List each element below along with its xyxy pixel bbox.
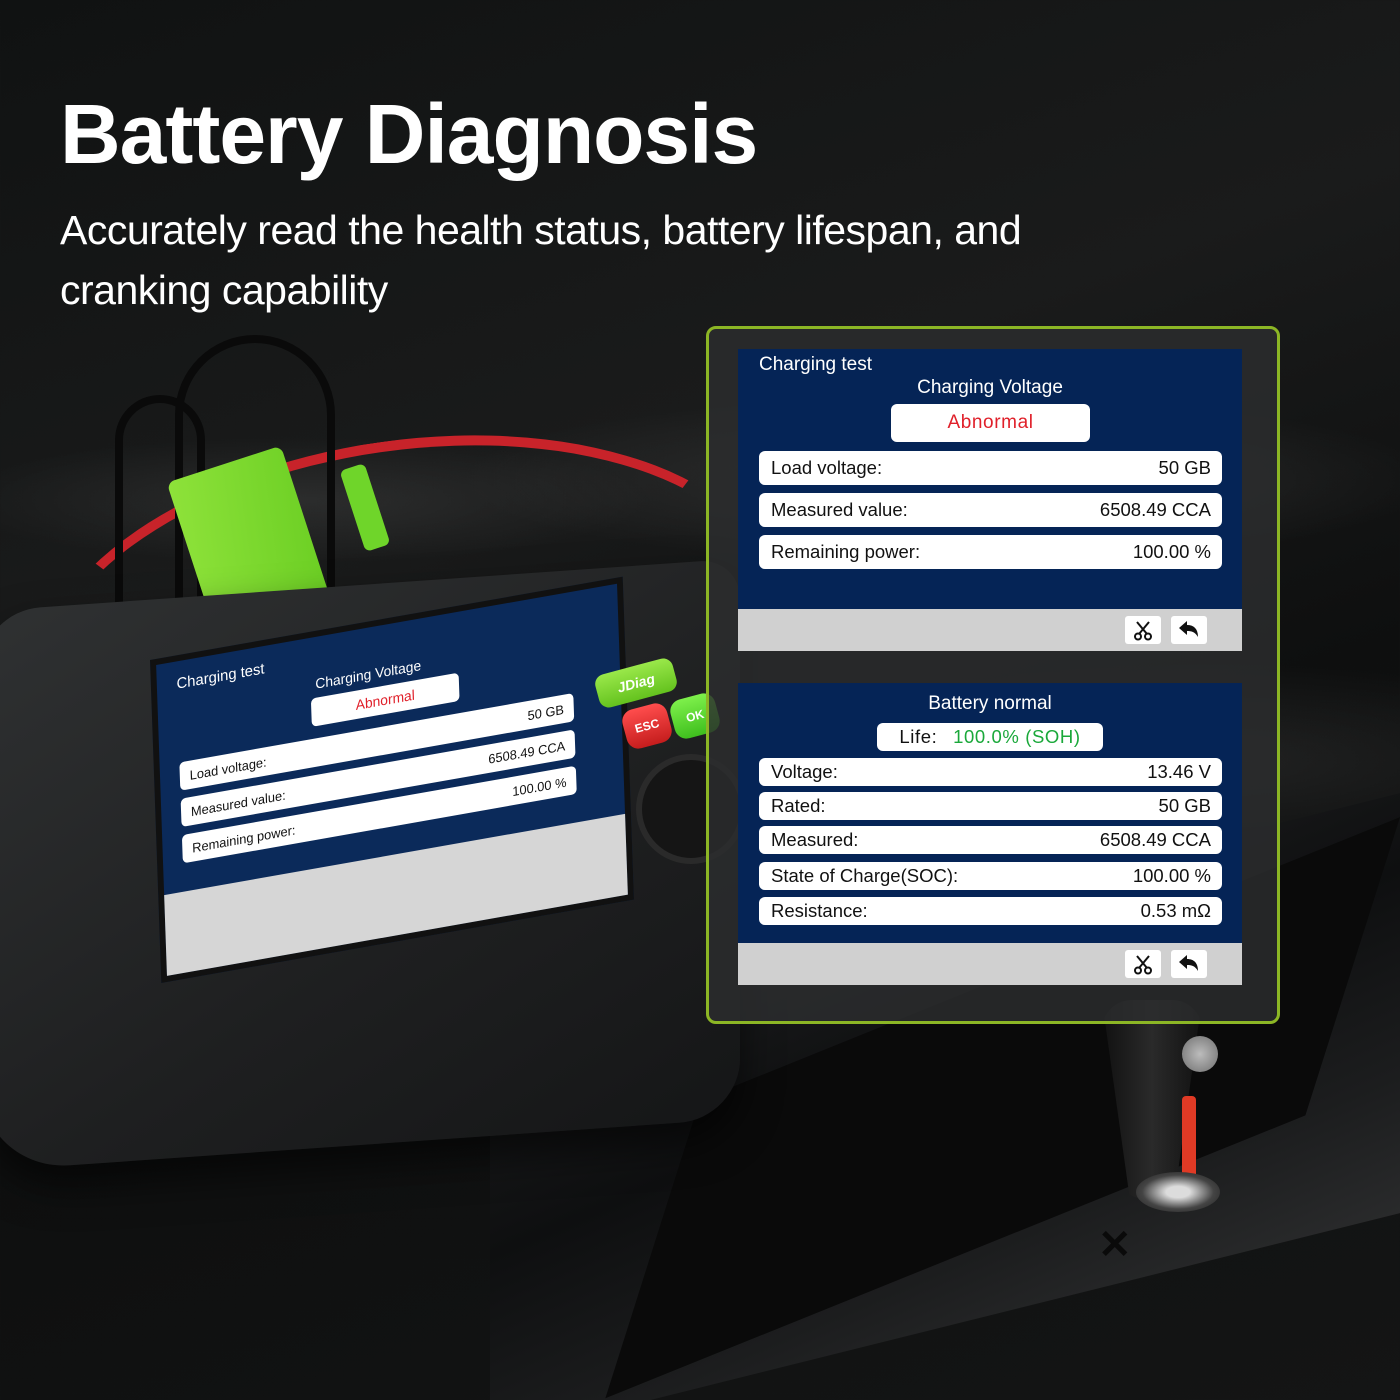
battery-terminal: [1136, 1172, 1220, 1212]
life-badge: Life: 100.0% (SOH): [877, 723, 1103, 751]
back-arrow-icon: [1179, 955, 1198, 971]
row-label: Measured:: [771, 829, 859, 850]
row-label: State of Charge(SOC):: [771, 865, 959, 886]
row-value: 0.53 mΩ: [1140, 900, 1211, 921]
bottom-toolbar: [738, 609, 1242, 651]
row-label: Voltage:: [771, 761, 838, 782]
screenshot-button[interactable]: [1125, 950, 1161, 978]
row-value: 50 GB: [1158, 457, 1211, 478]
screen-subtitle: Charging Voltage: [917, 377, 1063, 398]
row-label: Load voltage:: [771, 457, 883, 478]
table-row: Measured value: 6508.49 CCA: [759, 493, 1222, 527]
life-label: Life:: [899, 726, 938, 747]
row-label: Rated:: [771, 795, 826, 816]
page-title: Battery Diagnosis: [60, 87, 758, 181]
life-value: 100.0% (SOH): [953, 726, 1081, 747]
page-subtitle: Accurately read the health status, batte…: [60, 207, 1022, 313]
row-value: 50 GB: [527, 701, 565, 723]
scissors-icon: [1134, 955, 1152, 975]
row-value: 6508.49 CCA: [1099, 829, 1211, 850]
table-row: Load voltage: 50 GB: [759, 451, 1222, 485]
row-value: 6508.49 CCA: [488, 737, 566, 767]
row-value: 6508.49 CCA: [1099, 499, 1211, 520]
status-badge: Abnormal: [891, 404, 1090, 442]
screen-title: Battery normal: [928, 693, 1052, 714]
table-row: Resistance: 0.53 mΩ: [759, 897, 1222, 925]
negative-terminal-mark: ✕: [1098, 1223, 1132, 1267]
row-value: 100.00 %: [1132, 541, 1211, 562]
row-label: Remaining power:: [191, 821, 296, 856]
device-screen-title: Charging test: [176, 660, 265, 693]
row-label: Load voltage:: [189, 753, 267, 783]
row-value: 13.46 V: [1147, 761, 1211, 782]
battery-normal-screen: Battery normal Life: 100.0% (SOH) Voltag…: [738, 683, 1242, 985]
table-row: Remaining power: 100.00 %: [759, 535, 1222, 569]
row-label: Resistance:: [771, 900, 868, 921]
bottom-toolbar: [738, 943, 1242, 985]
table-row: Measured: 6508.49 CCA: [759, 826, 1222, 854]
table-row: State of Charge(SOC): 100.00 %: [759, 862, 1222, 890]
row-value: 50 GB: [1158, 795, 1211, 816]
charging-test-screen: Charging test Charging Voltage Abnormal …: [738, 349, 1242, 651]
row-label: Measured value:: [190, 786, 286, 819]
screen-title: Charging test: [759, 354, 873, 375]
table-row: Rated: 50 GB: [759, 792, 1222, 820]
back-arrow-icon: [1179, 621, 1198, 637]
row-label: Remaining power:: [771, 541, 921, 562]
scissors-icon: [1134, 621, 1152, 641]
screenshot-button[interactable]: [1125, 616, 1161, 644]
back-button[interactable]: [1171, 950, 1207, 978]
row-value: 100.00 %: [1132, 865, 1211, 886]
table-row: Voltage: 13.46 V: [759, 758, 1222, 786]
back-button[interactable]: [1171, 616, 1207, 644]
row-label: Measured value:: [771, 499, 908, 520]
clamp-rivet: [1182, 1036, 1218, 1072]
clamp-teeth: [1182, 1096, 1196, 1186]
row-value: 100.00 %: [512, 773, 567, 799]
